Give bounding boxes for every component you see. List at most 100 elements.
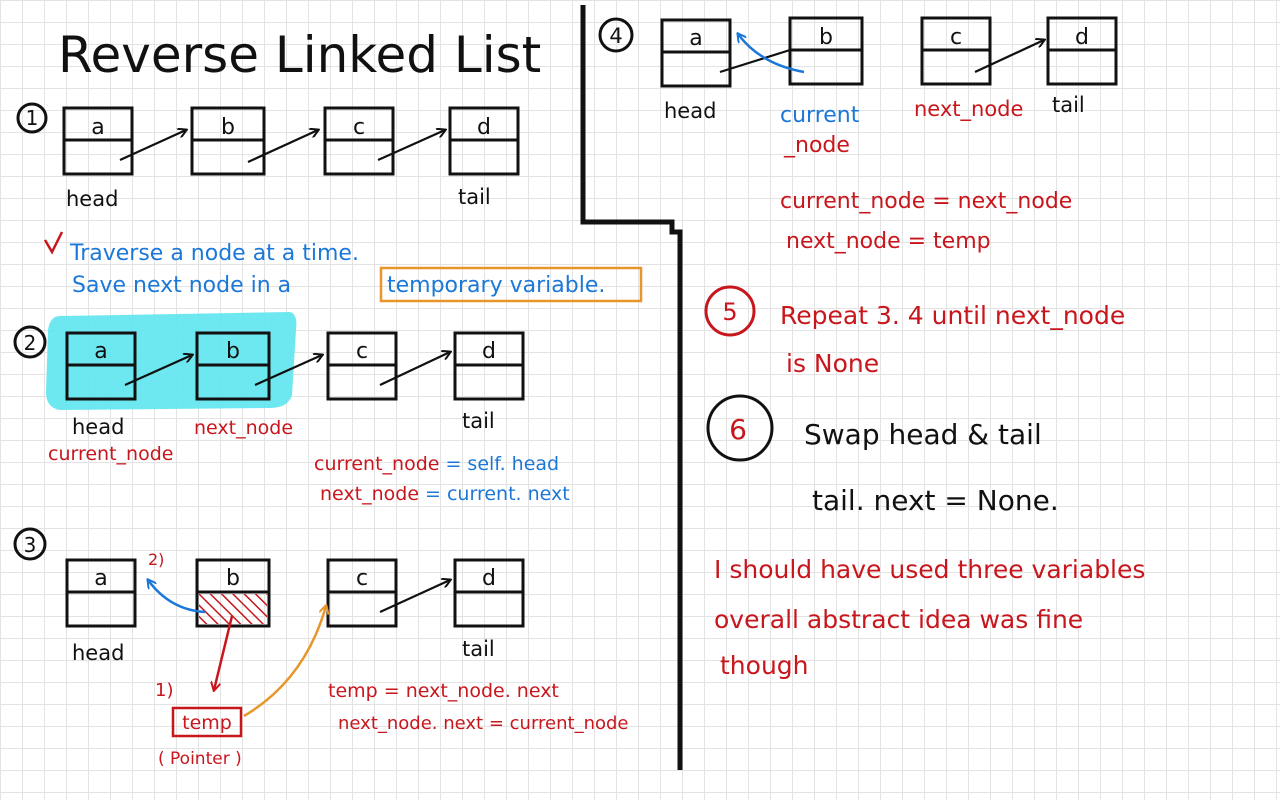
node-b: b bbox=[190, 106, 266, 176]
temp-to-c-arrow bbox=[243, 606, 326, 718]
temporary-variable-box bbox=[379, 266, 643, 303]
reflection-line-2: overall abstract idea was fine bbox=[714, 605, 1083, 634]
step-2-code-line-2: next_node= current. next bbox=[320, 483, 570, 505]
svg-text:b: b bbox=[221, 115, 235, 140]
pointer-arrow bbox=[974, 40, 1044, 73]
step-1-badge bbox=[16, 102, 48, 134]
step-3-number: 3 bbox=[24, 533, 37, 557]
svg-text:b: b bbox=[819, 25, 833, 50]
svg-text:c: c bbox=[353, 115, 365, 140]
pointer-arrow bbox=[377, 130, 445, 162]
step-2-number: 2 bbox=[24, 331, 37, 355]
node-c: c bbox=[920, 16, 992, 86]
current-label: current bbox=[780, 103, 860, 128]
step-5-line-2: is None bbox=[786, 349, 879, 378]
step-1-number: 1 bbox=[26, 106, 39, 130]
pointer-arrow bbox=[247, 130, 318, 164]
node-c: c bbox=[326, 558, 398, 628]
node-d: d bbox=[453, 331, 525, 401]
reflection-note: I should have used three variables overa… bbox=[714, 555, 1145, 680]
tail-label: tail bbox=[1052, 93, 1085, 117]
note-line-2: Save next node in a bbox=[72, 273, 291, 298]
step-5-number: 5 bbox=[722, 298, 737, 326]
node-a: a bbox=[62, 106, 134, 176]
step-1: 1 a b c d head tail bbox=[16, 102, 520, 211]
svg-text:a: a bbox=[94, 566, 107, 591]
node-d: d bbox=[448, 106, 520, 176]
step-6-line-1: Swap head & tail bbox=[804, 418, 1042, 451]
step-3-code-line-2: next_node. next = current_node bbox=[338, 713, 629, 734]
svg-text:a: a bbox=[91, 115, 104, 140]
pointer-arrow bbox=[119, 130, 186, 162]
reflection-line-3: though bbox=[720, 651, 809, 680]
step-6-badge bbox=[706, 394, 774, 462]
step-2: 2 a b c d head next_node current_node ta… bbox=[13, 312, 570, 505]
pointer-arrow bbox=[379, 352, 450, 386]
svg-text:d: d bbox=[482, 566, 496, 591]
check-icon bbox=[43, 231, 64, 255]
svg-text:b: b bbox=[226, 566, 240, 591]
page-title: Reverse Linked List bbox=[58, 26, 541, 84]
svg-text:b: b bbox=[226, 339, 240, 364]
svg-text:d: d bbox=[477, 115, 491, 140]
reverse-pointer-arrow bbox=[148, 580, 206, 614]
svg-text:d: d bbox=[482, 339, 496, 364]
reflection-line-1: I should have used three variables bbox=[714, 555, 1145, 584]
step-5-line-1: Repeat 3. 4 until next_node bbox=[780, 301, 1125, 330]
step-marker-1: 1) bbox=[155, 680, 173, 701]
step-6-number: 6 bbox=[729, 413, 747, 446]
svg-text:d: d bbox=[1075, 25, 1089, 50]
svg-text:c: c bbox=[950, 25, 962, 50]
hatched-pointer-field bbox=[199, 594, 267, 624]
note-line-1: Traverse a node at a time. bbox=[69, 241, 359, 266]
pointer-line bbox=[719, 48, 791, 74]
temp-box bbox=[171, 706, 243, 738]
tail-label: tail bbox=[462, 637, 495, 661]
node-d: d bbox=[1046, 16, 1118, 86]
node-b: b bbox=[195, 558, 271, 628]
svg-text:c: c bbox=[356, 566, 368, 591]
reverse-pointer-arrow bbox=[738, 34, 805, 74]
svg-text:c: c bbox=[356, 339, 368, 364]
svg-text:a: a bbox=[94, 339, 107, 364]
node-b: b bbox=[195, 331, 271, 401]
step-1-note: Traverse a node at a time. Save next nod… bbox=[43, 231, 643, 303]
section-divider bbox=[580, 5, 683, 770]
temporary-variable-label: temporary variable. bbox=[387, 273, 605, 298]
next-node-label: next_node bbox=[194, 417, 293, 439]
step-3-code-line-1: temp = next_node. next bbox=[328, 680, 559, 702]
current-node-suffix-label: _node bbox=[783, 133, 850, 158]
step-marker-2: 2) bbox=[148, 550, 164, 569]
highlight-marker bbox=[46, 312, 297, 410]
step-5-badge bbox=[704, 285, 756, 337]
step-4-code-line-1: current_node = next_node bbox=[780, 189, 1072, 214]
tail-label: tail bbox=[462, 409, 495, 433]
pointer-arrow bbox=[254, 355, 322, 387]
step-4-badge bbox=[598, 17, 634, 53]
save-pointer-arrow bbox=[214, 615, 234, 690]
pointer-arrow bbox=[379, 580, 450, 614]
node-a: a bbox=[65, 331, 137, 401]
node-d: d bbox=[453, 558, 525, 628]
step-4-code-line-2: next_node = temp bbox=[786, 229, 991, 254]
node-c: c bbox=[323, 106, 395, 176]
node-c: c bbox=[326, 331, 398, 401]
node-a: a bbox=[65, 558, 137, 628]
node-b: b bbox=[788, 16, 864, 86]
head-label: head bbox=[72, 415, 124, 439]
step-6-line-2: tail. next = None. bbox=[812, 484, 1059, 517]
step-2-code-line-1: current_node= self. head bbox=[314, 453, 559, 475]
tail-label: tail bbox=[458, 185, 491, 209]
head-label: head bbox=[66, 187, 118, 211]
next-node-label: next_node bbox=[914, 97, 1023, 122]
pointer-label: ( Pointer ) bbox=[158, 749, 242, 769]
head-label: head bbox=[72, 641, 124, 665]
step-3-badge bbox=[13, 527, 47, 561]
temp-label: temp bbox=[182, 712, 232, 734]
step-6: 6 Swap head & tail tail. next = None. bbox=[706, 394, 1059, 517]
head-label: head bbox=[664, 99, 716, 123]
step-2-badge bbox=[13, 325, 47, 359]
step-3: 3 a b c d 2) 1) temp ( Pointer ) head ta… bbox=[13, 527, 629, 769]
step-5: 5 Repeat 3. 4 until next_node is None bbox=[704, 285, 1125, 378]
